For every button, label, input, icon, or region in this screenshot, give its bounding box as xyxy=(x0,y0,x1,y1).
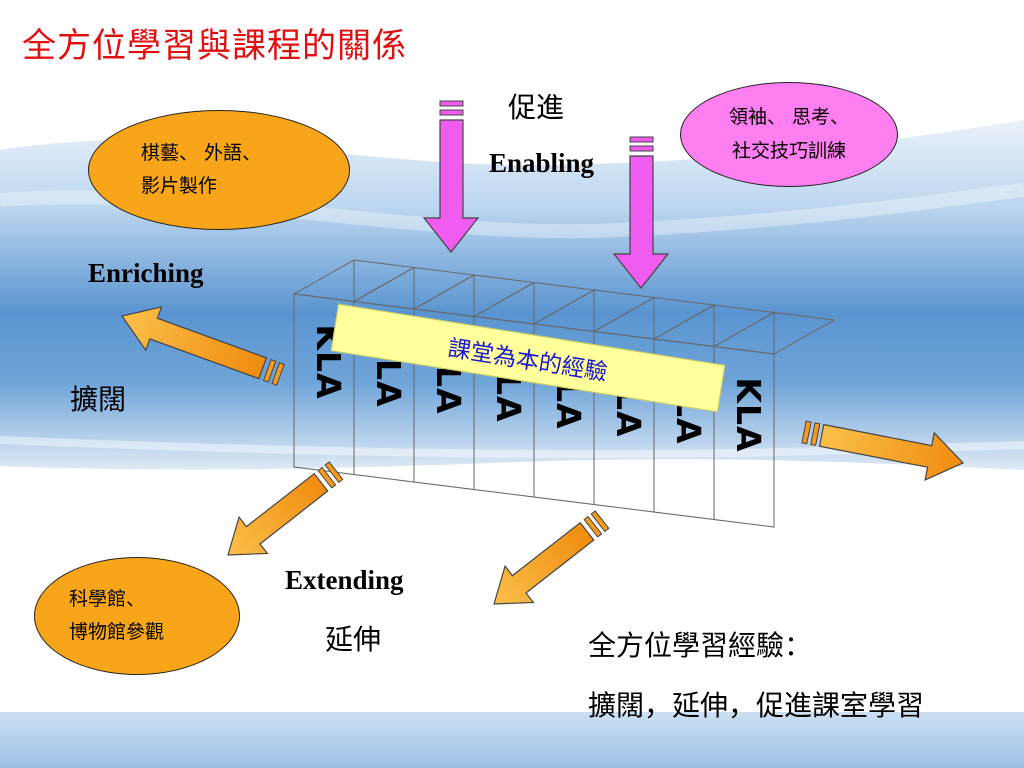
enriching-bubble-line1: 棋藝、 外語、 xyxy=(141,141,262,164)
enriching-label-en: Enriching xyxy=(88,258,204,288)
enriching-label-zh: 擴闊 xyxy=(70,383,127,416)
enabling-label-zh: 促進 xyxy=(508,91,565,124)
extending-arrow-right xyxy=(493,510,610,605)
enabling-arrow-left xyxy=(422,100,480,253)
extending-arrow-left xyxy=(227,461,344,556)
enabling-bubble-line2: 社交技巧訓練 xyxy=(731,139,846,162)
extending-bubble-line2: 博物館參觀 xyxy=(69,621,165,643)
enriching-arrow xyxy=(121,306,285,386)
enriching-bubble: 棋藝、 外語、 影片製作 xyxy=(88,110,350,230)
extending-bubble-line1: 科學館、 xyxy=(69,587,146,610)
page-title: 全方位學習與課程的關係 xyxy=(22,26,407,66)
enriching-bubble-line2: 影片製作 xyxy=(141,175,218,197)
extending-label-en: Extending xyxy=(285,565,404,595)
extending-label-zh: 延伸 xyxy=(325,623,382,656)
kla-panel-top xyxy=(712,311,836,355)
enabling-label-en: Enabling xyxy=(489,148,595,178)
extending-bubble: 科學館、 博物館參觀 xyxy=(34,557,240,675)
summary-line1: 全方位學習經驗： xyxy=(588,629,813,662)
enabling-bubble: 領袖、 思考、 社交技巧訓練 xyxy=(680,82,898,187)
enabling-bubble-line1: 領袖、 思考、 xyxy=(728,106,850,129)
enabling-arrow-right xyxy=(612,136,670,289)
right-arrow xyxy=(801,420,965,482)
summary-line2: 擴闊，延伸，促進課室學習 xyxy=(588,689,925,722)
kla-label: KLA xyxy=(729,376,768,453)
